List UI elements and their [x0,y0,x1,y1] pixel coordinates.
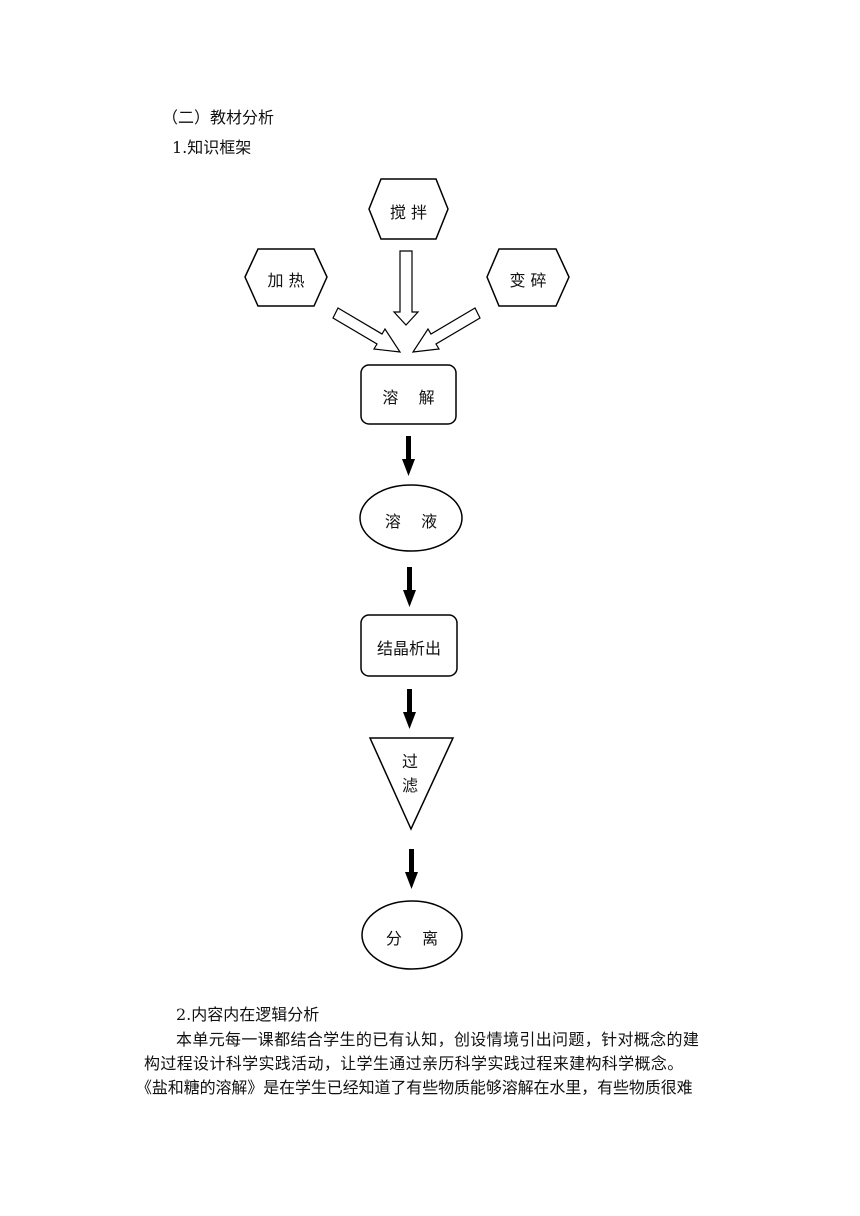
crystallize-label: 结晶析出 [376,639,441,658]
subsection-logic-analysis: 2.内容内在逻辑分析 [176,1005,320,1024]
stir-label: 搅 拌 [389,203,428,222]
dissolve-box [360,364,457,425]
solid-arrow-4 [405,849,418,889]
filter-label-line2: 滤 [401,776,418,795]
separate-label: 分 离 [385,929,439,948]
filter-triangle [368,737,455,831]
stir-hexagon [368,178,449,240]
section-heading: （二）教材分析 [162,108,275,127]
crush-hexagon [486,248,570,307]
crush-label: 变 碎 [509,271,547,290]
diagonal-arrow-from-heat [332,307,402,353]
filter-label-line1: 过 [401,752,418,771]
solution-label: 溶 液 [384,512,438,531]
down-hollow-arrow [392,250,420,326]
heat-hexagon [244,248,328,307]
separate-ellipse [361,900,463,970]
diagonal-arrow-from-crush [411,307,481,353]
dissolve-label: 溶 解 [382,388,435,407]
crystallize-box [360,614,458,677]
heat-label: 加 热 [267,271,305,290]
paragraph-line-1: 本单元每一课都结合学生的已有认知，创设情境引出问题，针对概念的建 [176,1030,700,1049]
solid-arrow-2 [403,567,416,607]
subsection-knowledge-framework: 1.知识框架 [172,138,252,157]
solid-arrow-1 [402,436,415,476]
solid-arrow-3 [403,689,416,729]
knowledge-framework-diagram [244,178,570,970]
paragraph-line-2: 构过程设计科学实践活动，让学生通过亲历科学实践过程来建构科学概念。 [144,1054,684,1073]
solution-ellipse [359,484,463,552]
paragraph-line-3: 《盐和糖的溶解》是在学生已经知道了有些物质能够溶解在水里，有些物质很难 [136,1078,693,1097]
